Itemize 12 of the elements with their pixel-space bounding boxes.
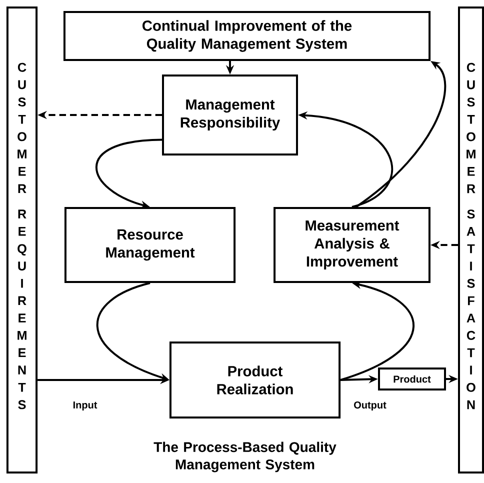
process-box: Resource Management: [64, 207, 236, 283]
product-box: Product: [378, 367, 446, 391]
process-box: Management Responsibility: [162, 74, 298, 156]
process-box: Product Realization: [169, 342, 341, 418]
process-box: Measurement Analysis & Improvement: [274, 207, 430, 283]
edge-label: Output: [354, 401, 386, 411]
requirements-bar: CUSTOMER REQUIREMENTS: [6, 6, 38, 474]
arrow: [355, 61, 446, 208]
improvement-box: Continual Improvement of the Quality Management System: [63, 11, 431, 61]
caption: The Process-Based Quality Management System: [154, 442, 336, 472]
edge-label: Input: [73, 402, 98, 410]
satisfaction-bar: CUSTOMER SATISFACTION: [458, 6, 484, 474]
